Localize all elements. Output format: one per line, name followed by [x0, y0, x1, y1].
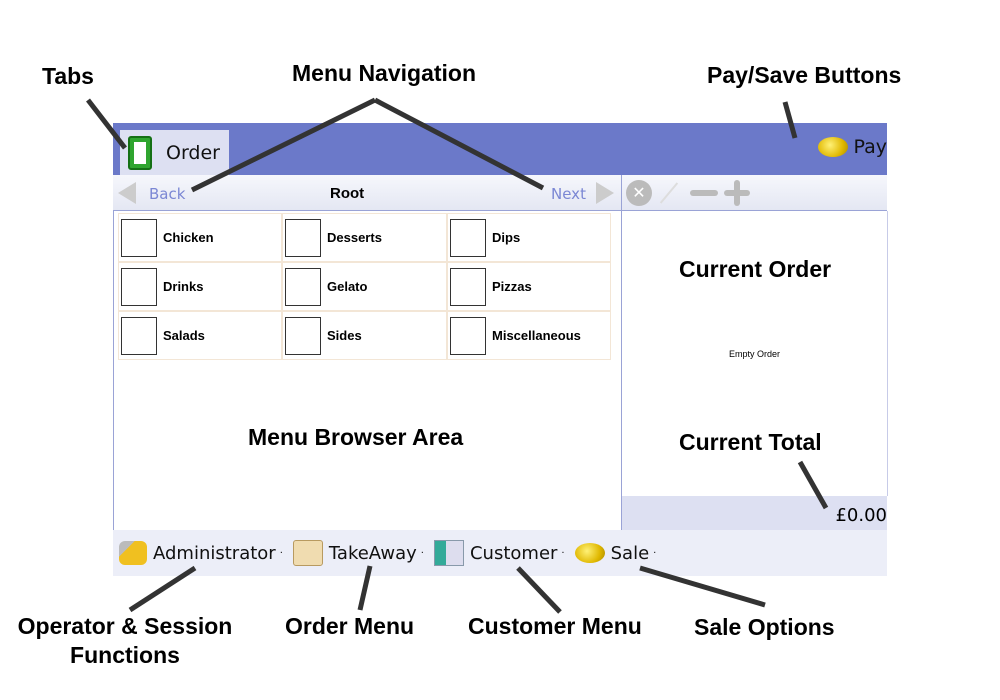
minus-button[interactable] — [690, 190, 718, 196]
callout-line — [357, 565, 373, 611]
callout-line — [782, 101, 798, 139]
customer-menu[interactable]: Customer· — [433, 540, 569, 566]
callout-line — [128, 565, 197, 613]
menu-item[interactable]: Dips — [447, 213, 611, 262]
menu-browser — [113, 211, 622, 530]
menu-item[interactable]: Miscellaneous — [447, 311, 611, 360]
pay-button[interactable]: Pay — [817, 136, 887, 158]
annotation-tabs: Tabs — [42, 63, 94, 89]
callout-line — [639, 565, 766, 608]
folder-icon — [292, 540, 323, 566]
current-order-panel — [622, 211, 888, 496]
divider — [621, 175, 622, 530]
back-arrow-icon[interactable] — [118, 182, 136, 204]
annotation-current-total: Current Total — [679, 429, 822, 455]
menu-item[interactable]: Pizzas — [447, 262, 611, 311]
callout-line — [797, 460, 829, 510]
callout-line — [190, 97, 377, 193]
next-arrow-icon[interactable] — [596, 182, 614, 204]
annotation-menu-browser: Menu Browser Area — [248, 424, 464, 450]
menu-item[interactable]: Chicken — [118, 213, 282, 262]
plus-icon — [734, 180, 740, 206]
keys-icon — [119, 541, 147, 565]
checklist-icon — [128, 135, 152, 170]
item-image — [285, 267, 321, 306]
item-image — [285, 218, 321, 257]
menu-item[interactable]: Drinks — [118, 262, 282, 311]
menu-item[interactable]: Desserts — [282, 213, 447, 262]
item-image — [450, 218, 486, 257]
item-image — [121, 267, 157, 306]
annotation-pay-save: Pay/Save Buttons — [707, 62, 902, 88]
bottom-bar: Administrator· TakeAway· Customer· Sale· — [113, 530, 887, 576]
order-type-menu[interactable]: TakeAway· — [292, 540, 428, 566]
item-image — [121, 316, 157, 355]
operator-menu[interactable]: Administrator· — [119, 541, 287, 565]
callout-line — [373, 97, 545, 191]
annotation-menu-navigation: Menu Navigation — [292, 60, 477, 86]
annotation-current-order: Current Order — [679, 256, 832, 282]
toolbar — [113, 175, 887, 211]
item-image — [121, 218, 157, 257]
breadcrumb: Root — [330, 185, 365, 202]
back-button[interactable]: Back — [149, 185, 186, 203]
item-image — [450, 316, 486, 355]
total-bar — [622, 496, 887, 530]
menu-item[interactable]: Sides — [282, 311, 447, 360]
menu-item[interactable]: Gelato — [282, 262, 447, 311]
menu-item[interactable]: Salads — [118, 311, 282, 360]
annotation-operator: Operator & Session Functions — [17, 613, 233, 668]
annotation-order-menu: Order Menu — [285, 613, 415, 639]
coins-icon — [574, 543, 605, 563]
tab-order[interactable]: Order — [120, 130, 229, 175]
void-button[interactable]: ✕ — [626, 180, 652, 206]
next-button[interactable]: Next — [551, 185, 586, 203]
sale-menu[interactable]: Sale· — [574, 543, 661, 564]
callout-line — [516, 566, 562, 614]
callout-line — [86, 98, 127, 150]
contact-card-icon — [433, 540, 464, 566]
coins-icon — [817, 137, 848, 157]
item-image — [450, 267, 486, 306]
order-total: £0.00 — [835, 505, 887, 526]
annotation-customer-menu: Customer Menu — [468, 613, 642, 639]
empty-order-text: Empty Order — [728, 349, 780, 359]
annotation-sale-options: Sale Options — [694, 614, 835, 640]
menu-grid: Chicken Desserts Dips Drinks Gelato Pizz… — [118, 213, 611, 360]
item-image — [285, 316, 321, 355]
